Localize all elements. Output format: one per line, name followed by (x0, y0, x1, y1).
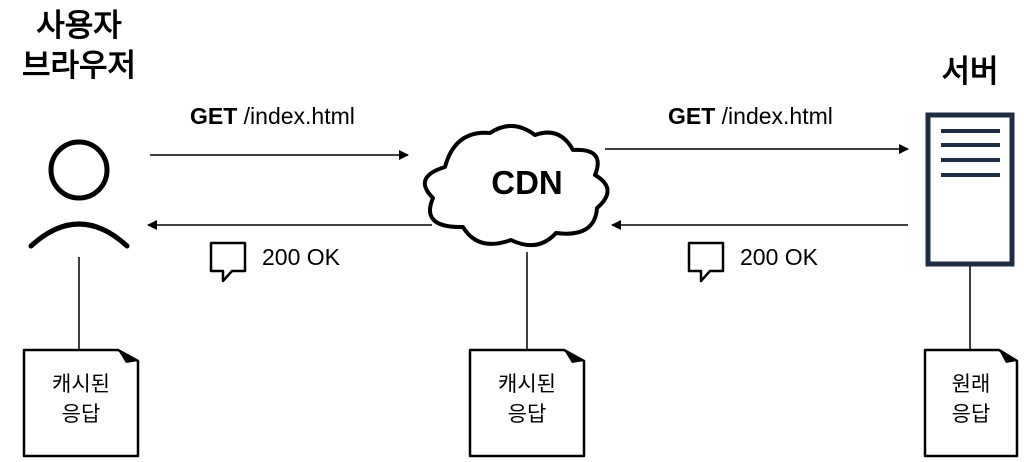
browser-note-line1: 캐시된 (52, 372, 110, 396)
server-icon (925, 112, 1015, 267)
speech-bubble-icon (687, 241, 725, 283)
cdn-label: CDN (491, 164, 563, 201)
cdn-note-box (468, 348, 586, 458)
request-label-cdn-to-server: GET /index.html (668, 103, 833, 130)
request-path: /index.html (237, 103, 355, 129)
server-note-line2: 응답 (951, 402, 991, 426)
user-icon (28, 139, 130, 249)
browser-note-text: 캐시된 응답 (24, 369, 138, 429)
speech-bubble-icon (209, 241, 247, 283)
cloud-icon (422, 124, 610, 248)
server-title: 서버 (941, 54, 999, 90)
browser-title: 사용자 브라우저 (0, 6, 158, 86)
cdn-note-line1: 캐시된 (498, 372, 556, 396)
response-label-server-to-cdn: 200 OK (740, 244, 818, 270)
browser-title-line1: 사용자 (36, 8, 122, 44)
browser-title-line2: 브라우저 (21, 48, 137, 84)
cdn-note-line2: 응답 (507, 402, 547, 426)
request-path: /index.html (715, 103, 833, 129)
cdn-note-text: 캐시된 응답 (470, 369, 584, 429)
request-method: GET (668, 103, 716, 129)
request-method: GET (190, 103, 238, 129)
server-note-line1: 원래 (951, 372, 991, 396)
server-note-text: 원래 응답 (925, 369, 1017, 429)
browser-note-box (22, 348, 140, 458)
response-label-cdn-to-browser: 200 OK (262, 244, 340, 270)
server-note-box (923, 348, 1019, 458)
request-label-browser-to-cdn: GET /index.html (190, 103, 355, 130)
browser-note-line2: 응답 (61, 402, 101, 426)
